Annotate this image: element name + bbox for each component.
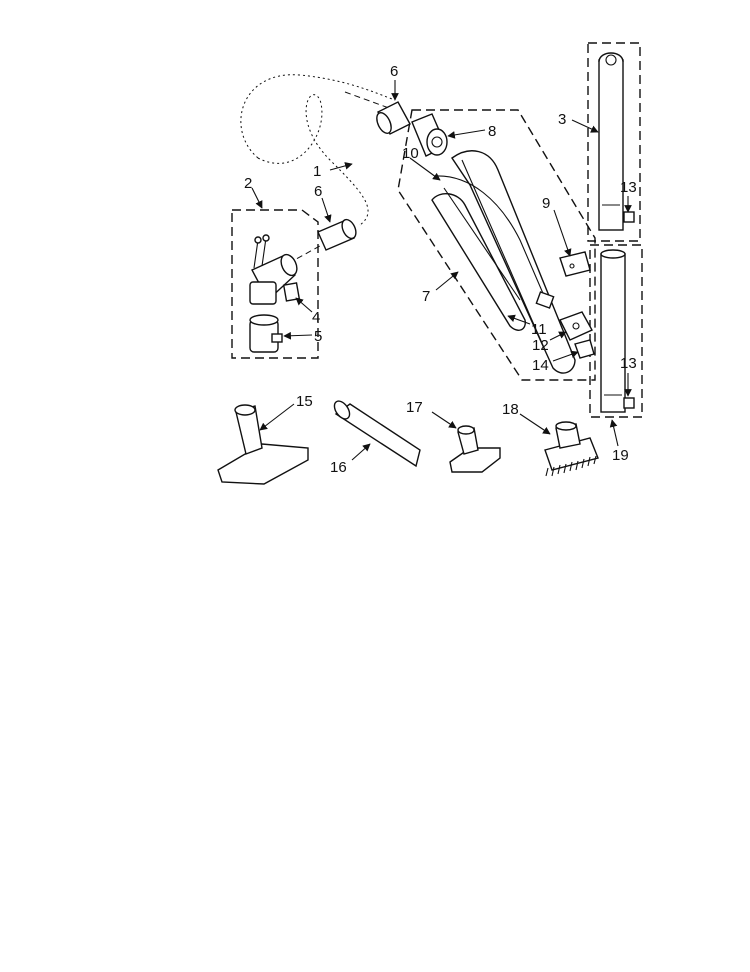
- leader-19: [609, 419, 619, 447]
- callout-14: 14: [532, 357, 549, 374]
- wand-tube-part-19: [600, 249, 626, 413]
- callout-2: 2: [244, 175, 252, 192]
- callout-17: 17: [406, 399, 423, 416]
- wand-tube-part-3: [598, 52, 624, 231]
- leader-7: [435, 271, 459, 291]
- callout-19: 19: [612, 447, 629, 464]
- dusting-brush-part-18: [544, 421, 599, 477]
- leader-4: [295, 297, 313, 313]
- leader-18: [519, 413, 551, 435]
- callout-11: 11: [531, 321, 547, 338]
- leader-2: [251, 187, 263, 209]
- plug-part-5: [249, 314, 283, 353]
- handle-half-part-11: [431, 187, 526, 331]
- switch-part-9: [559, 251, 591, 277]
- floor-tool-part-15: [217, 404, 309, 485]
- callout-12: 12: [532, 337, 549, 354]
- leader-3: [571, 119, 599, 133]
- leader-16: [351, 443, 371, 461]
- cuff-part-6-upper: [376, 101, 411, 135]
- callout-13-lower: 13: [620, 355, 637, 372]
- swivel-connector-part-2: [249, 234, 298, 305]
- crevice-tool-part-16: [333, 400, 421, 468]
- group-box-3: [587, 42, 641, 242]
- callout-9: 9: [542, 195, 550, 212]
- callout-7: 7: [422, 288, 430, 305]
- upholstery-tool-part-17: [449, 425, 501, 473]
- leader-11: [507, 314, 531, 325]
- callout-10: 10: [402, 145, 419, 162]
- leader-9: [553, 209, 572, 257]
- clip-part-4: [282, 282, 301, 302]
- callout-6-upper: 6: [390, 63, 398, 80]
- leader-10: [409, 157, 441, 181]
- callout-13-upper: 13: [620, 179, 637, 196]
- callout-8: 8: [488, 123, 496, 140]
- coiled-hose-part-1: [238, 71, 396, 228]
- leader-1: [329, 162, 353, 171]
- leader-15: [259, 403, 295, 431]
- leader-8: [447, 129, 486, 139]
- handle-cap-part-8: [411, 113, 448, 157]
- handle-shell-part-10: [451, 150, 576, 374]
- leader-12: [549, 331, 567, 341]
- leader-14: [552, 350, 579, 362]
- callout-18: 18: [502, 401, 519, 418]
- leader-5: [283, 331, 313, 340]
- callout-6-lower: 6: [314, 183, 322, 200]
- callout-5: 5: [314, 328, 322, 345]
- callout-16: 16: [330, 459, 347, 476]
- button-part-14: [574, 339, 595, 359]
- callout-15: 15: [296, 393, 313, 410]
- callout-3: 3: [558, 111, 566, 128]
- group-box-2: [231, 209, 319, 359]
- button-part-13-upper: [623, 211, 635, 223]
- button-part-13-lower: [623, 397, 635, 409]
- group-box-7: [397, 109, 596, 381]
- callout-4: 4: [312, 309, 320, 326]
- leader-6b: [321, 197, 332, 223]
- callout-1: 1: [313, 163, 321, 180]
- wire-connector: [535, 291, 555, 309]
- leader-17: [431, 411, 457, 429]
- wire-harness: [435, 175, 546, 299]
- cuff-part-6-lower: [317, 218, 357, 251]
